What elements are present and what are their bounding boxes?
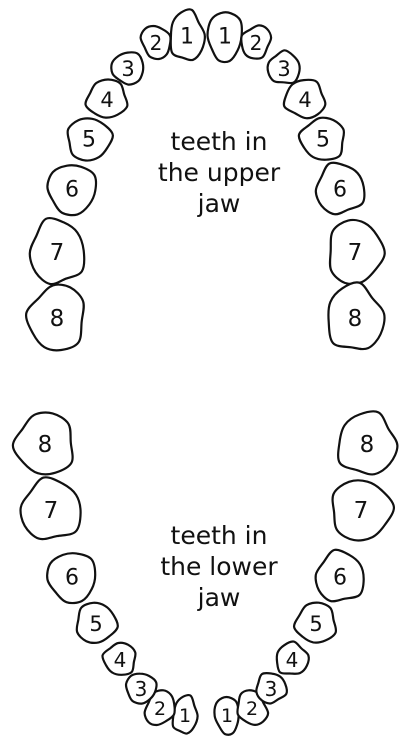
lower-caption-line-2: the lower	[119, 551, 319, 582]
lower-right-tooth-8: 8	[338, 411, 397, 474]
lower-left-tooth-5: 5	[77, 603, 118, 643]
upper-right-tooth-3-number: 3	[277, 57, 290, 81]
upper-left-tooth-5-number: 5	[82, 128, 96, 153]
lower-left-tooth-8-number: 8	[38, 432, 53, 458]
lower-right-tooth-5-number: 5	[309, 612, 322, 636]
lower-left-tooth-2-number: 2	[154, 698, 166, 720]
upper-right-tooth-7: 7	[330, 220, 385, 284]
upper-left-tooth-7: 7	[30, 218, 84, 284]
upper-right-tooth-6-number: 6	[333, 178, 347, 203]
lower-left-tooth-3-number: 3	[135, 677, 148, 701]
lower-left-tooth-8: 8	[13, 413, 73, 475]
lower-left-tooth-6-number: 6	[65, 566, 79, 591]
upper-right-tooth-6: 6	[316, 163, 365, 215]
lower-jaw-caption: teeth in the lower jaw	[119, 520, 319, 613]
upper-right-tooth-1: 1	[207, 12, 241, 62]
upper-right-tooth-2-number: 2	[250, 31, 263, 55]
upper-left-tooth-6-number: 6	[65, 178, 79, 203]
lower-left-tooth-6: 6	[47, 553, 95, 603]
upper-left-tooth-7-number: 7	[50, 240, 65, 266]
upper-left-tooth-3-number: 3	[121, 57, 134, 81]
upper-right-tooth-8-number: 8	[348, 306, 363, 332]
lower-left-tooth-1: 1	[173, 695, 198, 734]
upper-right-tooth-2: 2	[241, 25, 271, 58]
lower-left-tooth-7-number: 7	[44, 498, 59, 524]
upper-caption-line-2: the upper	[119, 157, 319, 188]
lower-right-tooth-6-number: 6	[333, 566, 347, 591]
lower-right-tooth-7-number: 7	[354, 498, 369, 524]
lower-left-tooth-7: 7	[21, 477, 81, 539]
upper-left-tooth-2: 2	[141, 26, 171, 59]
lower-right-tooth-4-number: 4	[286, 648, 299, 672]
lower-left-tooth-4: 4	[102, 643, 135, 675]
upper-right-tooth-4: 4	[284, 80, 326, 118]
lower-right-tooth-4: 4	[277, 642, 309, 674]
upper-caption-line-1: teeth in	[119, 126, 319, 157]
lower-right-tooth-2-number: 2	[246, 698, 258, 720]
lower-left-tooth-1-number: 1	[179, 705, 191, 727]
lower-left-tooth-4-number: 4	[114, 648, 127, 672]
upper-caption-line-3: jaw	[119, 188, 319, 219]
upper-left-tooth-2-number: 2	[150, 31, 163, 55]
lower-right-tooth-3-number: 3	[265, 677, 278, 701]
upper-left-tooth-6: 6	[47, 165, 96, 215]
lower-caption-line-3: jaw	[119, 582, 319, 613]
lower-caption-line-1: teeth in	[119, 520, 319, 551]
lower-right-tooth-1-number: 1	[221, 705, 233, 727]
upper-right-tooth-1-number: 1	[218, 25, 232, 50]
upper-jaw-caption: teeth in the upper jaw	[119, 126, 319, 219]
upper-right-tooth-7-number: 7	[348, 240, 363, 266]
upper-left-tooth-1-number: 1	[180, 25, 194, 50]
upper-right-tooth-4-number: 4	[298, 88, 311, 112]
upper-left-tooth-4-number: 4	[100, 88, 113, 112]
upper-left-tooth-1: 1	[171, 9, 205, 60]
lower-right-tooth-3: 3	[256, 673, 287, 703]
lower-right-tooth-6: 6	[316, 550, 364, 602]
lower-right-tooth-1: 1	[214, 697, 238, 735]
lower-left-tooth-5-number: 5	[89, 612, 102, 636]
lower-right-tooth-8-number: 8	[360, 432, 375, 458]
upper-left-tooth-5: 5	[68, 118, 113, 160]
upper-right-tooth-3: 3	[268, 50, 300, 83]
upper-left-tooth-8: 8	[26, 285, 84, 351]
upper-left-tooth-4: 4	[85, 79, 127, 117]
upper-left-tooth-8-number: 8	[50, 306, 65, 332]
lower-right-tooth-7: 7	[333, 480, 394, 540]
upper-right-tooth-8: 8	[328, 282, 384, 349]
